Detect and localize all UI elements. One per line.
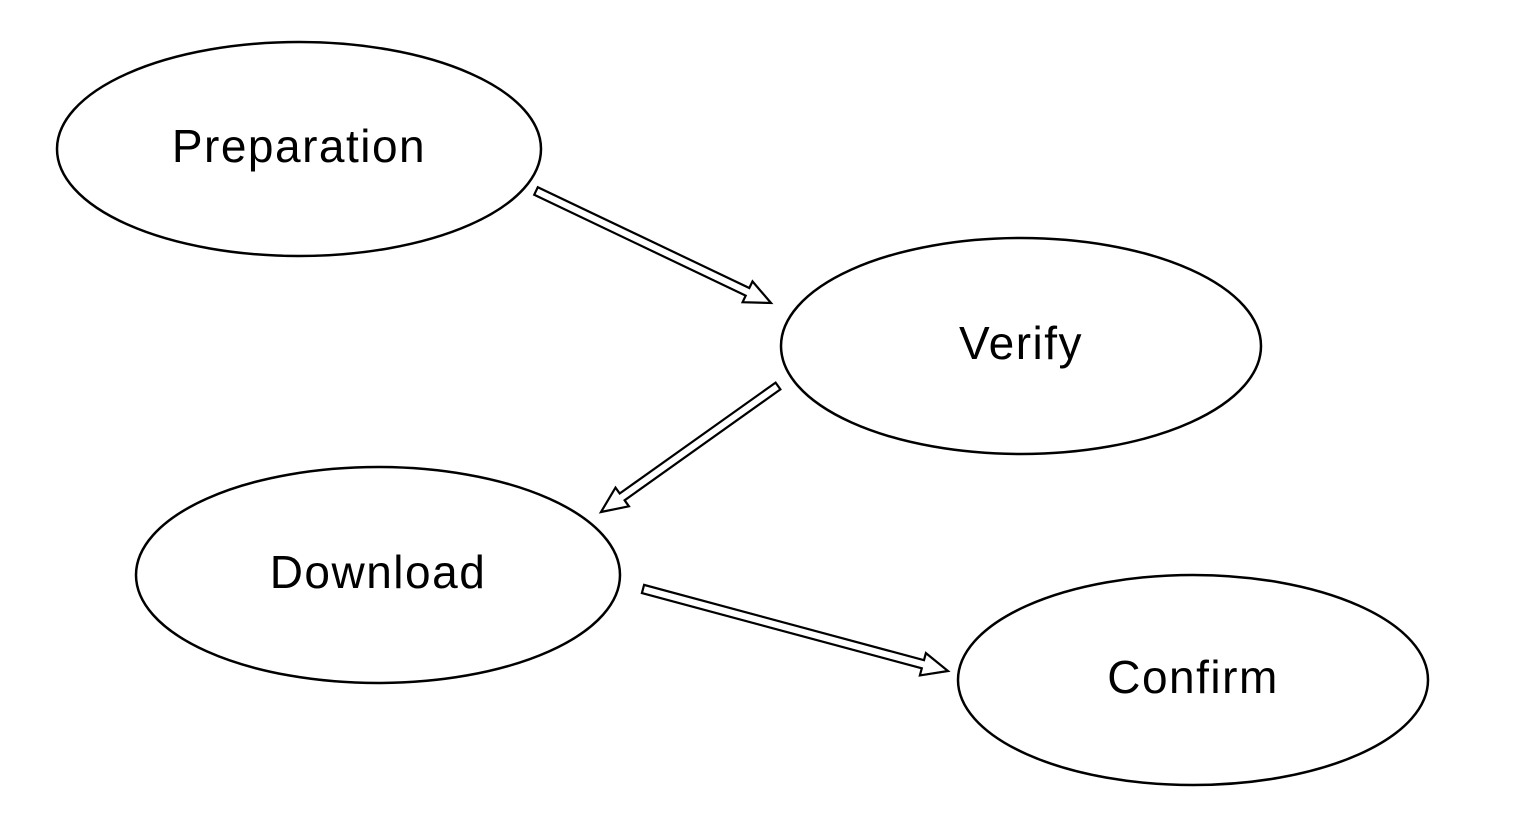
arrow-download-confirm [640, 583, 951, 677]
arrow-preparation-verify [532, 185, 774, 305]
node-ellipse-verify [779, 236, 1263, 456]
node-download: Download [134, 465, 622, 685]
node-ellipse-download [134, 465, 622, 685]
node-preparation: Preparation [55, 40, 543, 258]
node-label-download: Download [270, 546, 487, 598]
node-confirm: Confirm [956, 573, 1430, 787]
node-ellipse-preparation [55, 40, 543, 258]
node-verify: Verify [779, 236, 1263, 456]
node-label-verify: Verify [959, 317, 1083, 369]
arrow-verify-download [598, 381, 782, 514]
node-label-preparation: Preparation [172, 120, 426, 172]
node-label-confirm: Confirm [1107, 651, 1279, 703]
node-ellipse-confirm [956, 573, 1430, 787]
